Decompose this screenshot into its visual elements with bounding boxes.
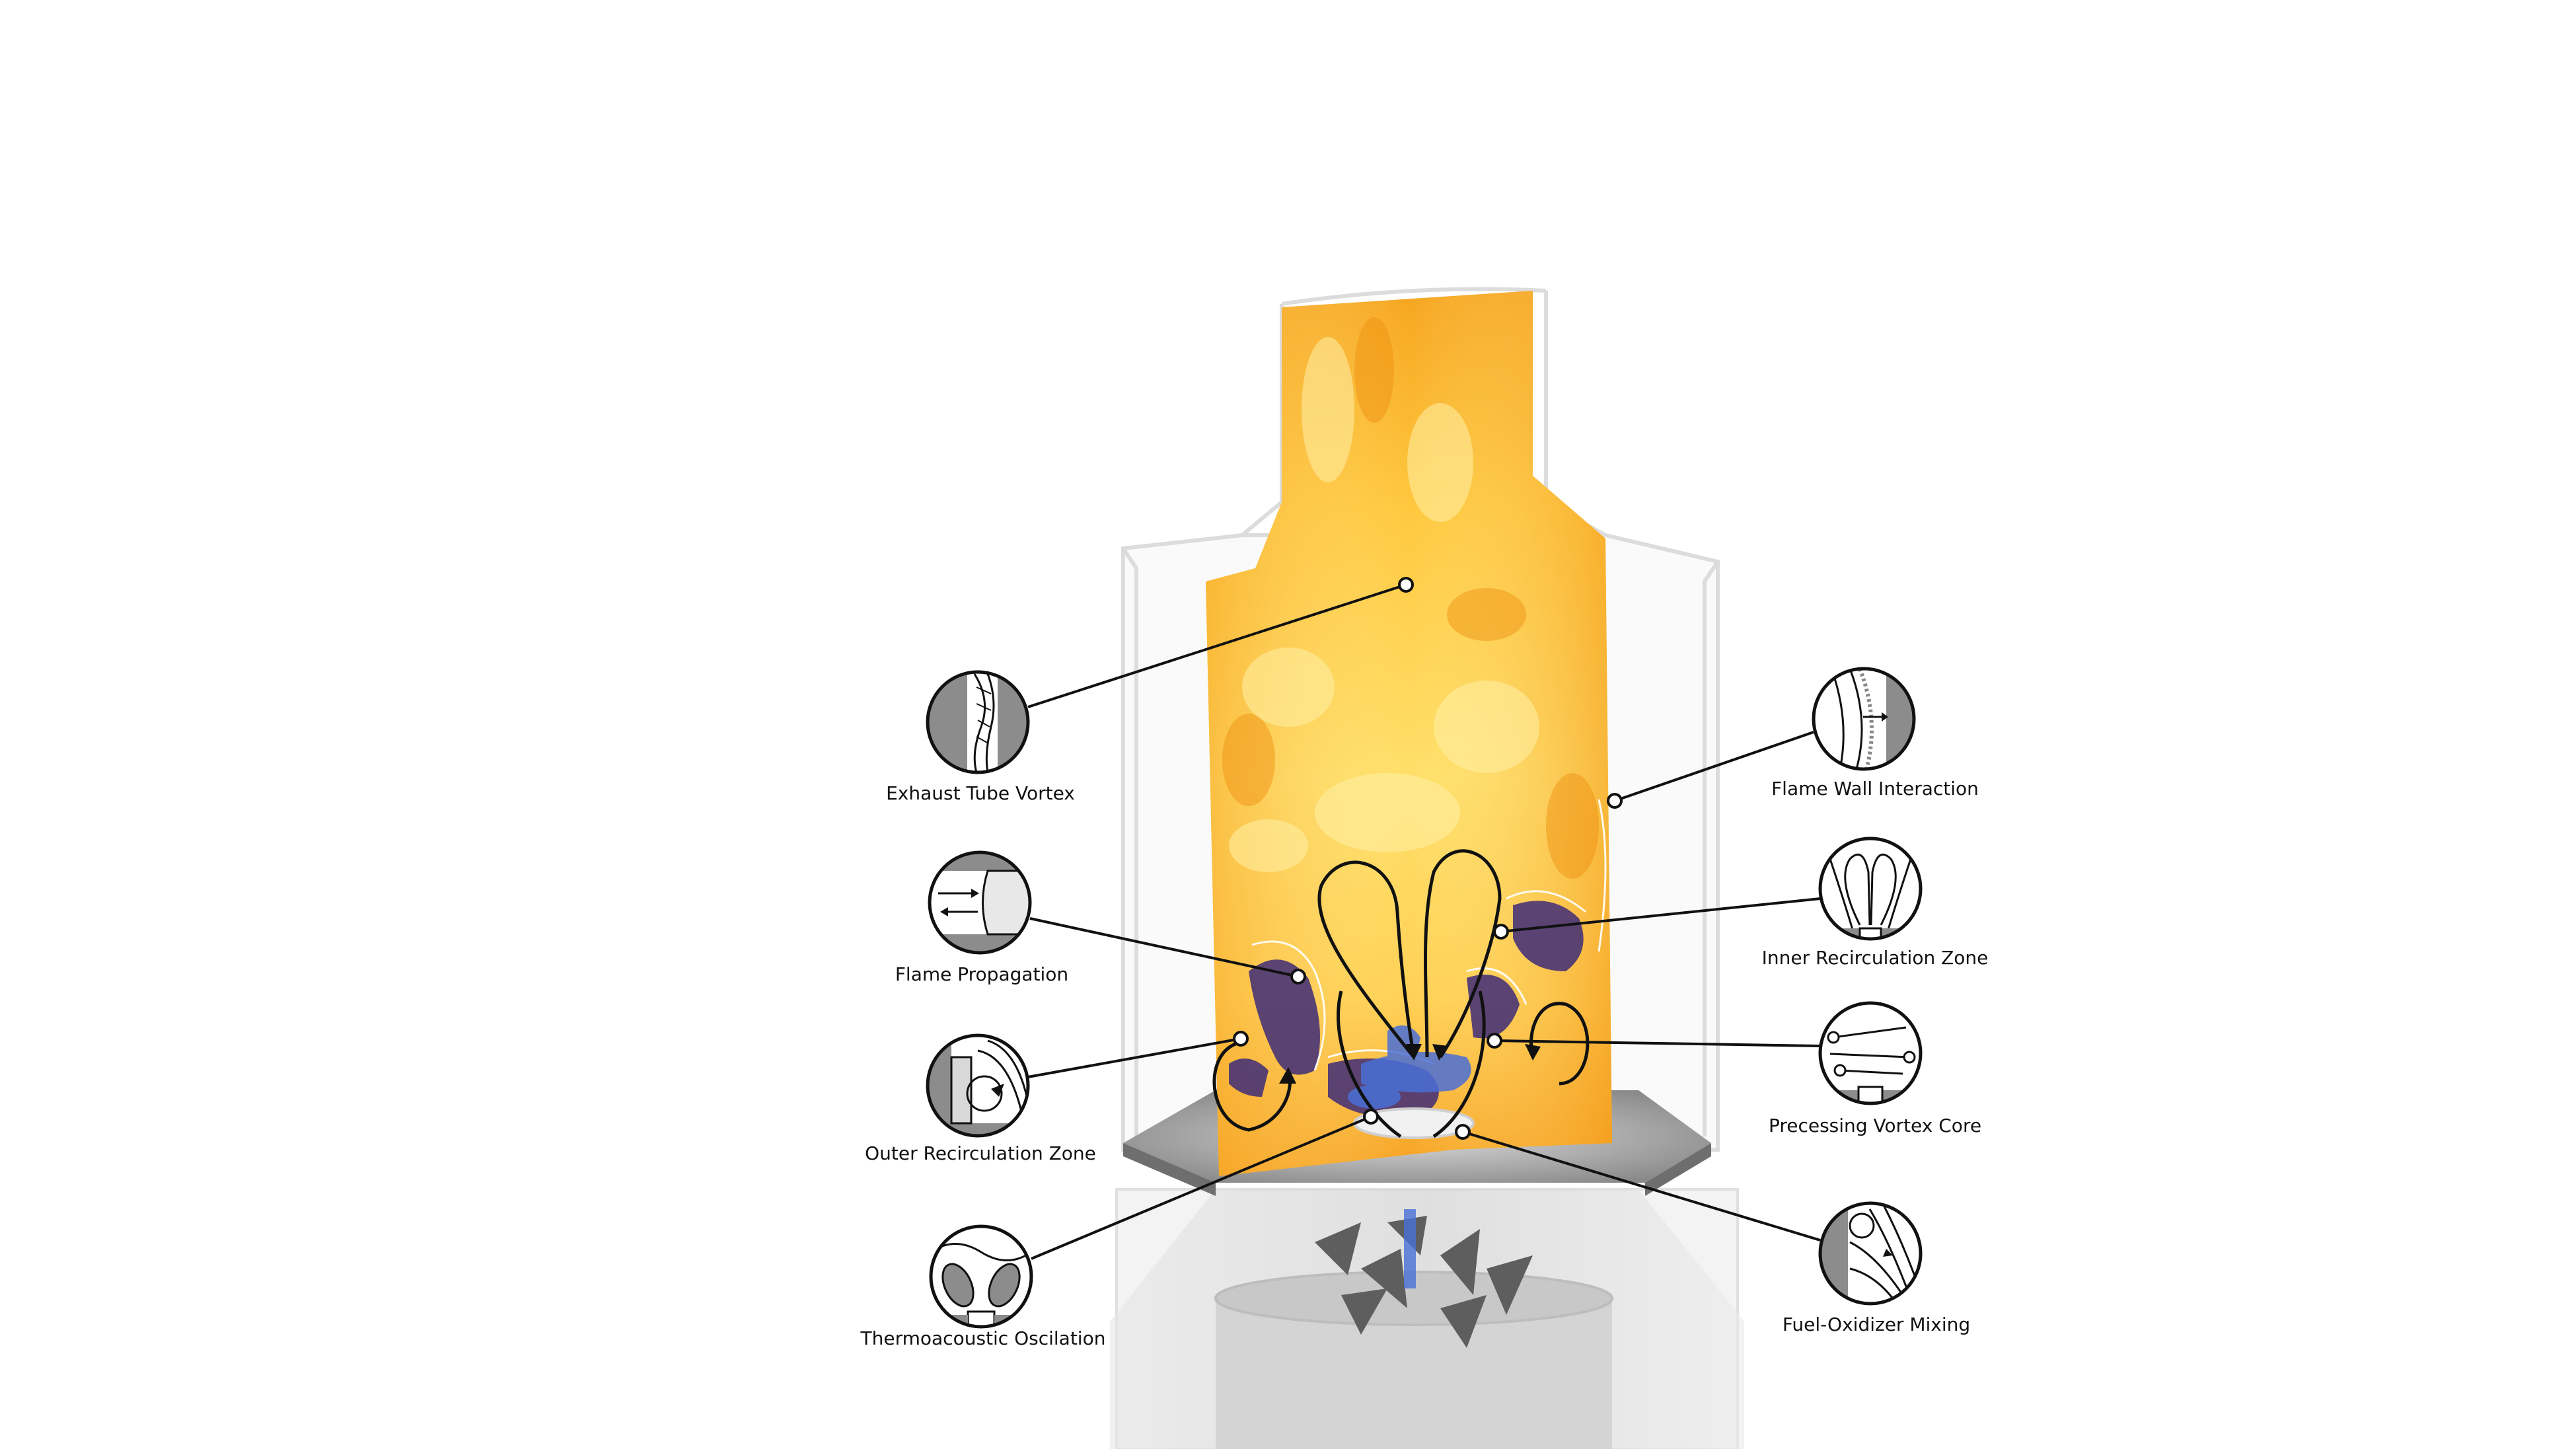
leader-lines [1027, 583, 1821, 1260]
inner-recirculation-icon [1818, 836, 1923, 941]
precessing-vortex-icon [1818, 1001, 1923, 1105]
outer-recirculation-zone-label: Outer Recirculation Zone [865, 1142, 1096, 1164]
lower-housing [1110, 1188, 1744, 1449]
precessing-vortex-core-label: Precessing Vortex Core [1769, 1115, 1981, 1136]
leader-anchors [1233, 577, 1623, 1140]
flame-wall-icon [1812, 667, 1916, 771]
inner-recirculation-zone-label: Inner Recirculation Zone [1762, 947, 1989, 969]
flame-wall-interaction-label: Flame Wall Interaction [1771, 778, 1979, 799]
fuel-oxidizer-mixing-label: Fuel-Oxidizer Mixing [1783, 1314, 1970, 1335]
exhaust-tube-vortex-icon [926, 670, 1030, 774]
fuel-oxidizer-icon [1818, 1201, 1923, 1306]
flow-arrowheads [1279, 1044, 1541, 1084]
flame-propagation-label: Flame Propagation [895, 963, 1068, 985]
flame-slice [1206, 291, 1612, 1176]
outer-recirculation-icon [926, 1033, 1030, 1138]
thermoacoustic-oscilation-label: Thermoacoustic Oscilation [860, 1327, 1106, 1349]
flame-propagation-icon [928, 850, 1032, 955]
swirler-vanes [1315, 1216, 1533, 1348]
flow-streamlines [1212, 849, 1590, 1138]
thermoacoustic-icon [929, 1224, 1033, 1329]
exhaust-tube-vortex-label: Exhaust Tube Vortex [886, 782, 1075, 804]
